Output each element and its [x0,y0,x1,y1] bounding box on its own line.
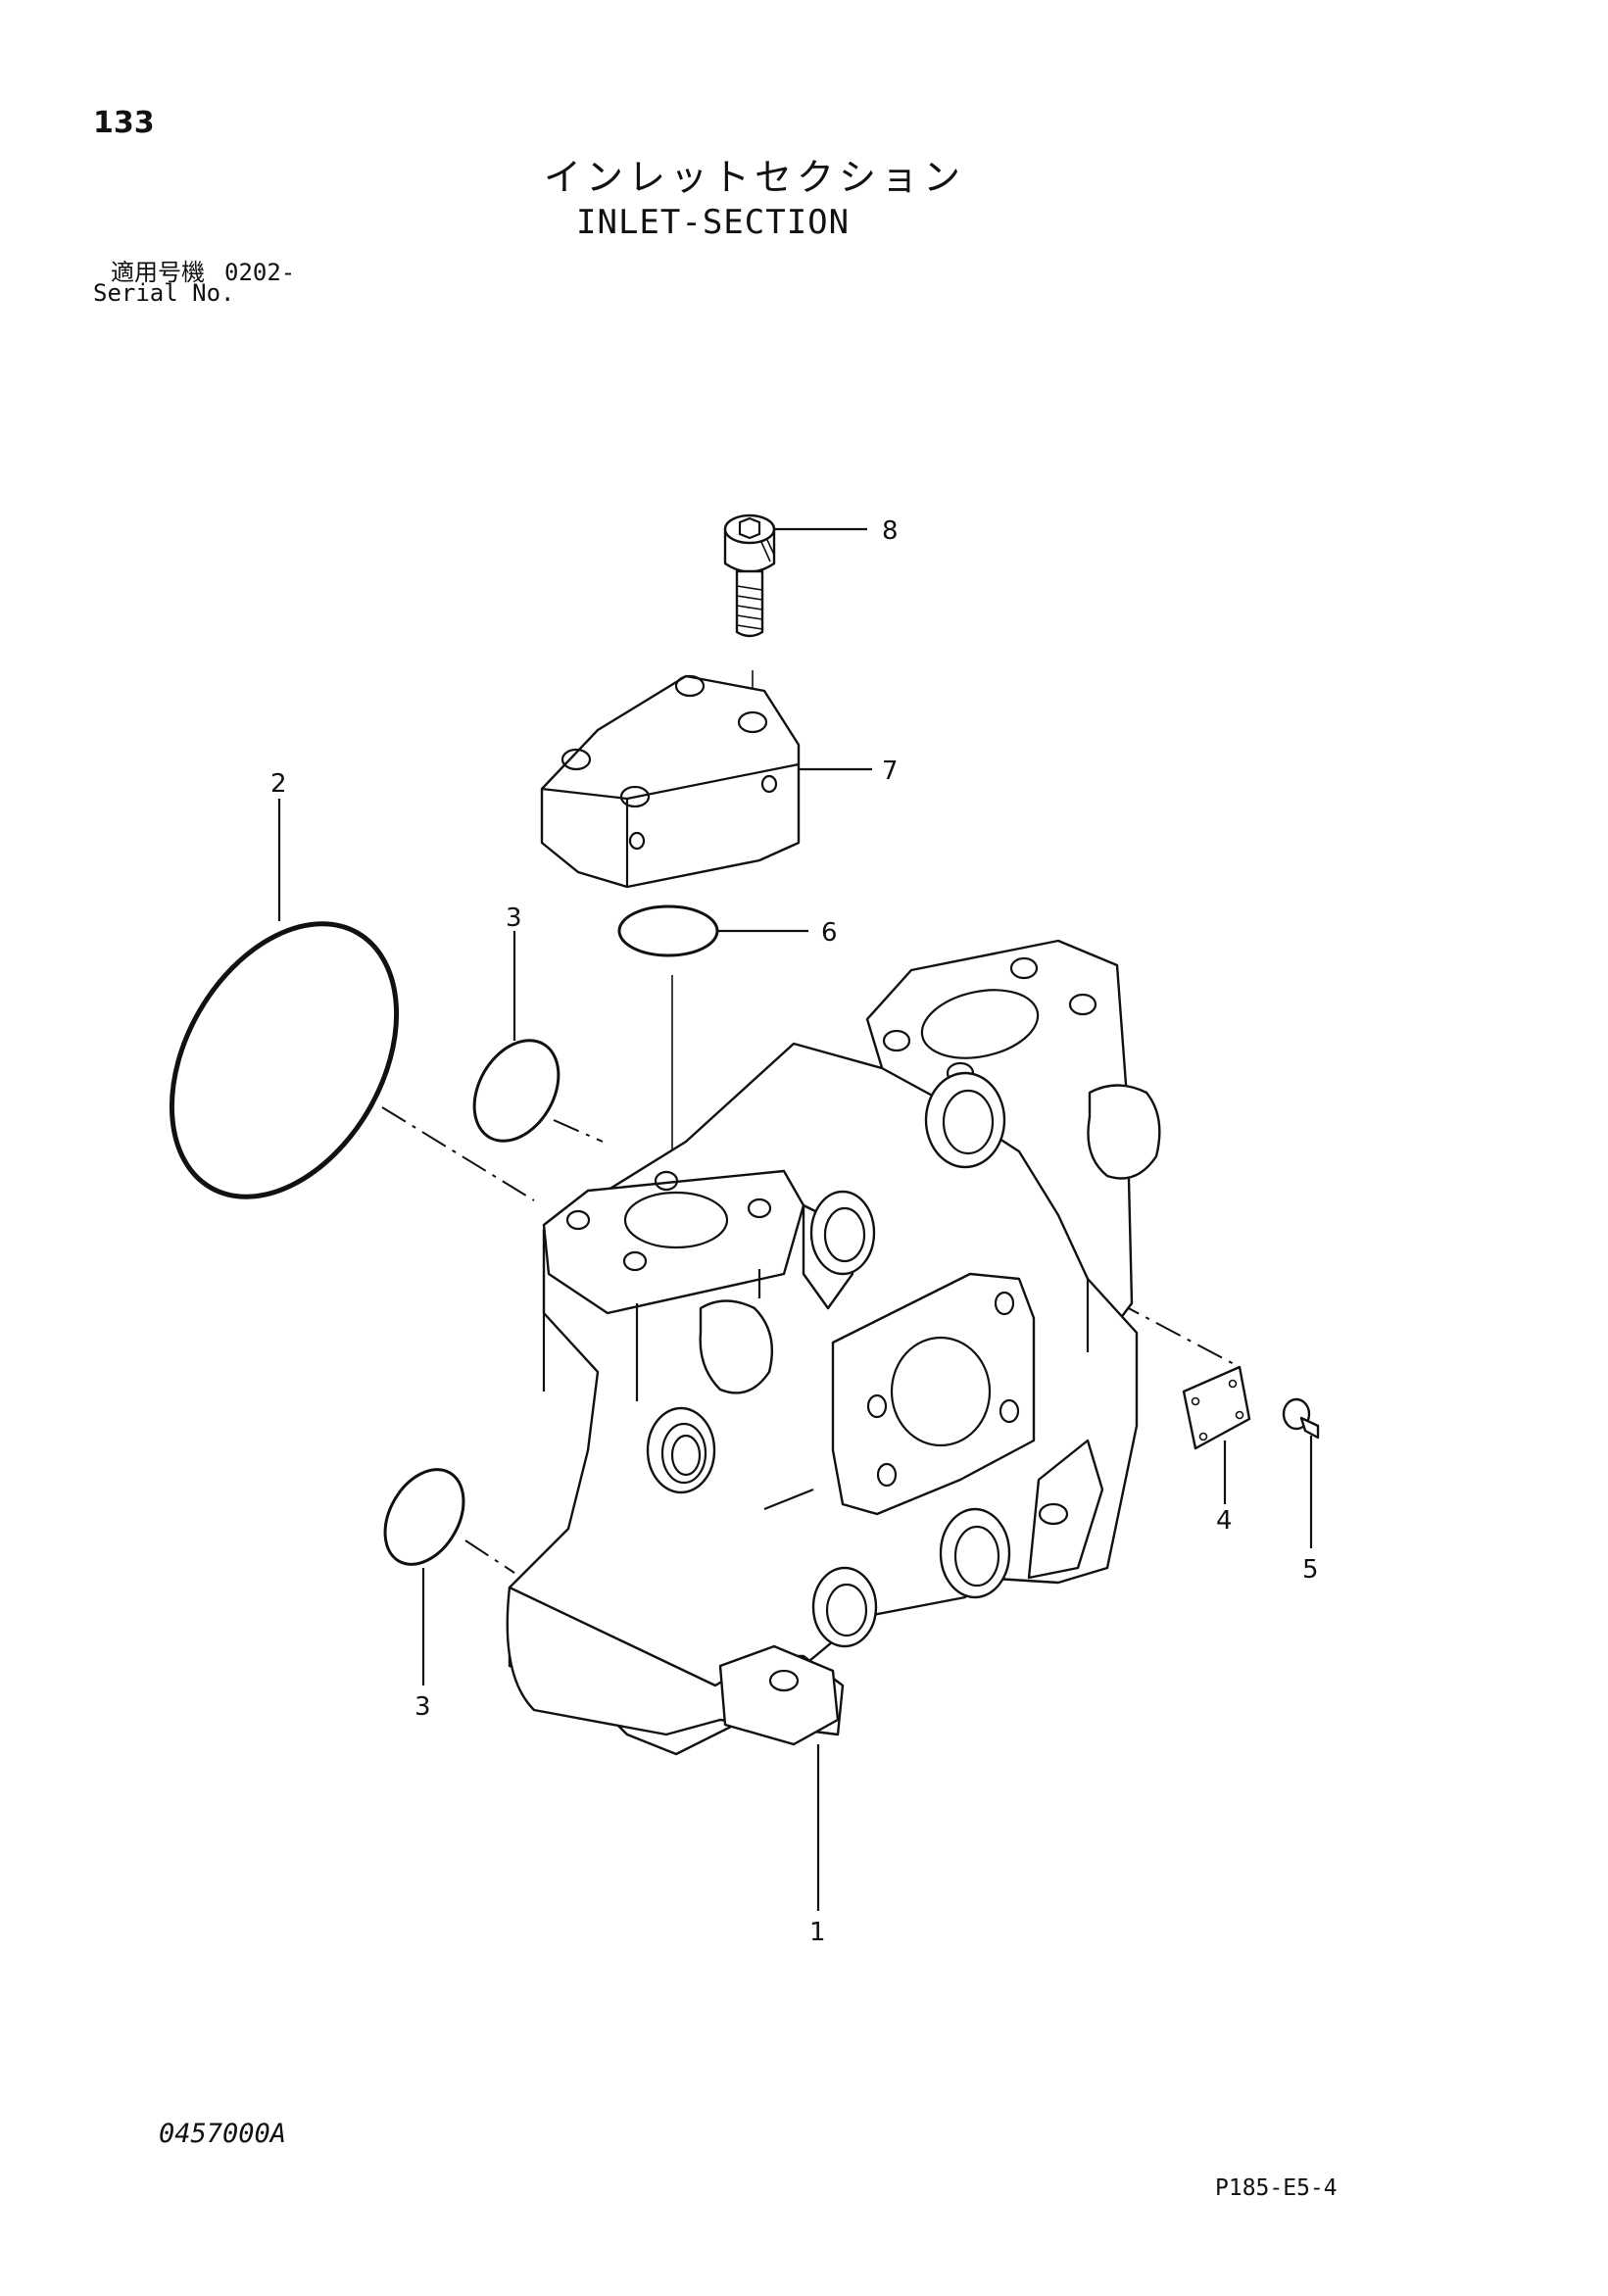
callout-4: 4 [1216,1506,1233,1536]
part-7-cover [540,674,801,889]
serial-value: 0202- [224,259,296,286]
part-3-upper-o-ring [472,1039,560,1143]
page-code: P185-E5-4 [1215,2175,1338,2201]
callout-2: 2 [270,769,287,799]
callout-labels: 8 7 6 2 3 3 1 4 5 [270,516,1319,1947]
serial-label-jp: 適用号機 [111,259,205,286]
part-8-bolt [723,513,776,638]
page-number: 133 [93,106,155,140]
part-2-large-o-ring [169,921,400,1199]
callout-5: 5 [1302,1555,1319,1585]
serial-japanese: 適用号機 0202- [111,253,295,287]
drawing-code: 0457000A [159,2119,287,2149]
callout-6: 6 [821,918,838,948]
callout-3-lower: 3 [414,1692,431,1722]
part-3-lower-o-ring [383,1468,465,1566]
callout-1: 1 [809,1918,826,1947]
part-4-plate [1182,1365,1251,1450]
part-5-rivet [1282,1397,1320,1440]
leader-lines [277,527,1313,1911]
callout-3-upper: 3 [506,904,522,933]
callout-7: 7 [882,757,899,786]
title-english: INLET-SECTION [576,203,851,242]
part-1-inlet-body [506,939,1161,1756]
title-japanese: インレットセクション [544,156,966,199]
serial-label-en: Serial No. [93,279,235,307]
part-6-o-ring [617,904,719,957]
callout-8: 8 [882,516,899,546]
